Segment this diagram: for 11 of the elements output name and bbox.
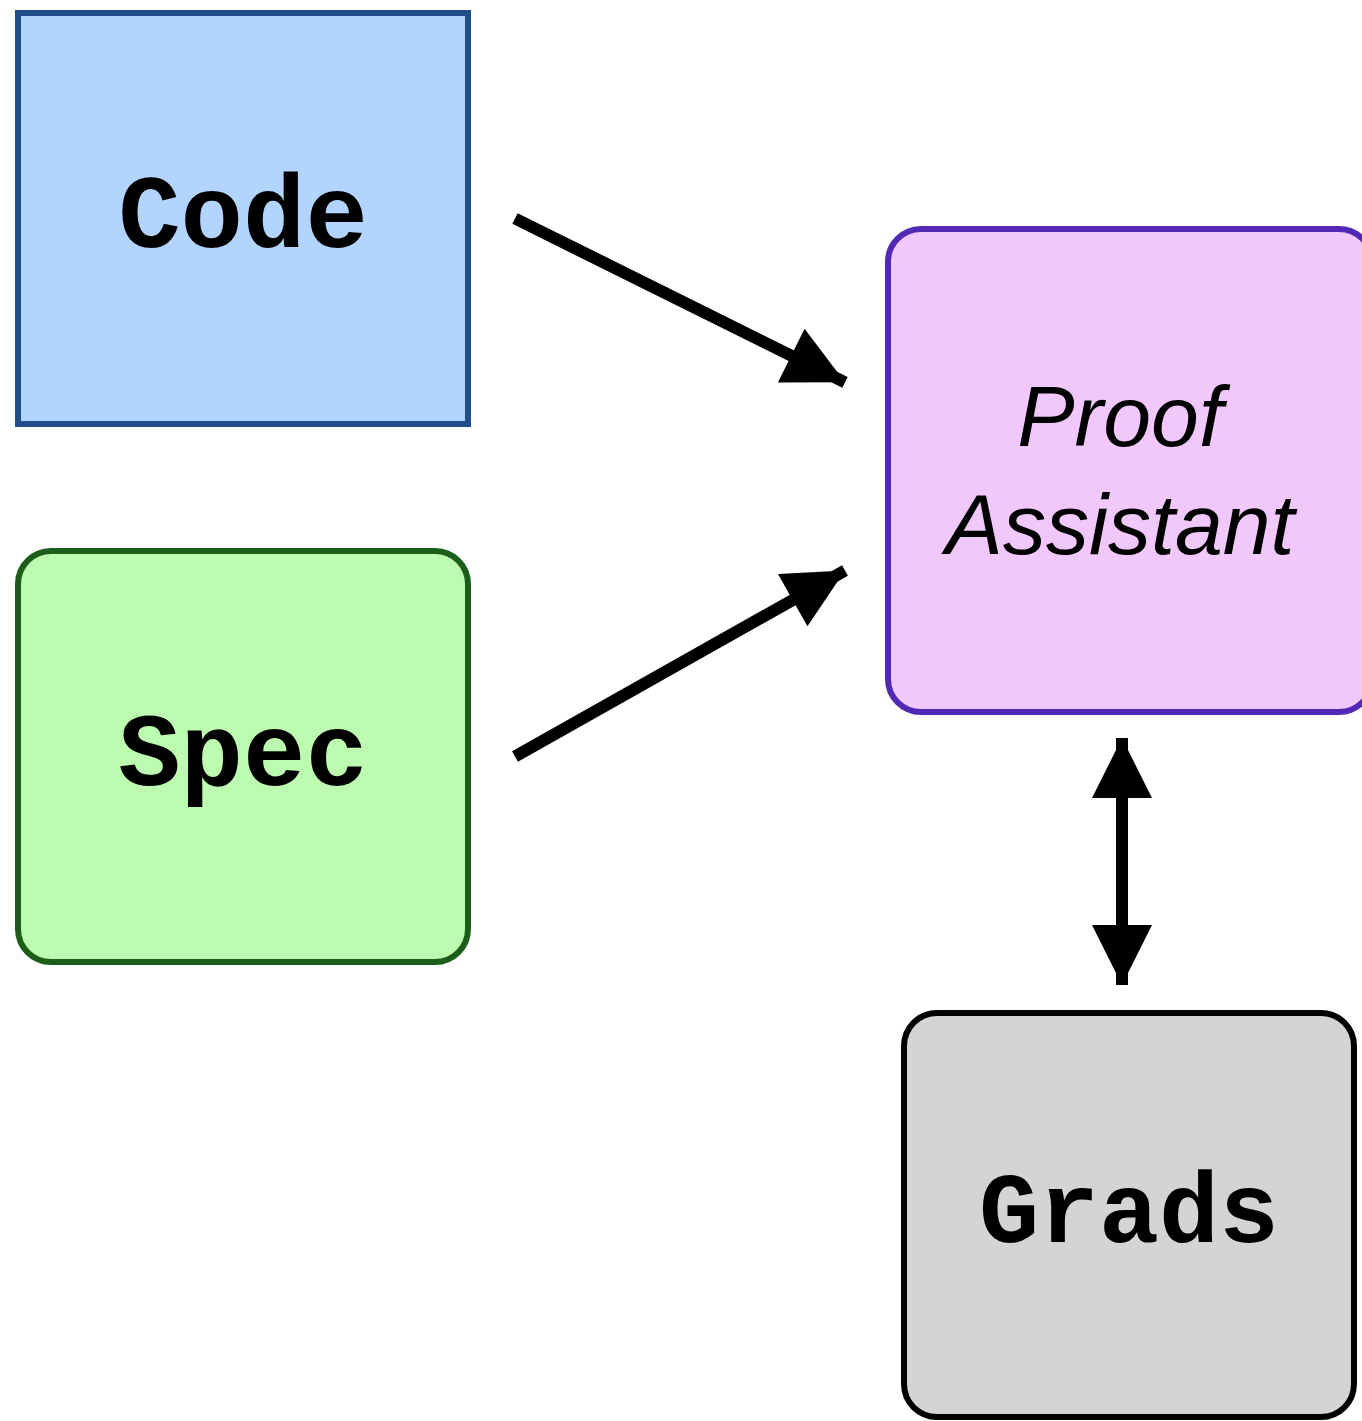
- code-box: [15, 10, 471, 427]
- node-label: Spec: [118, 696, 368, 818]
- arrow: [1092, 738, 1152, 985]
- arrow: [512, 565, 848, 762]
- spec-box: [15, 548, 471, 965]
- arrow: [512, 213, 848, 388]
- node-label: Code: [118, 158, 368, 280]
- grads-box: [901, 1010, 1357, 1420]
- node-label: Proof Assistant: [891, 363, 1362, 578]
- proof-assistant-box: [885, 226, 1362, 715]
- node-label: Grads: [978, 1157, 1280, 1274]
